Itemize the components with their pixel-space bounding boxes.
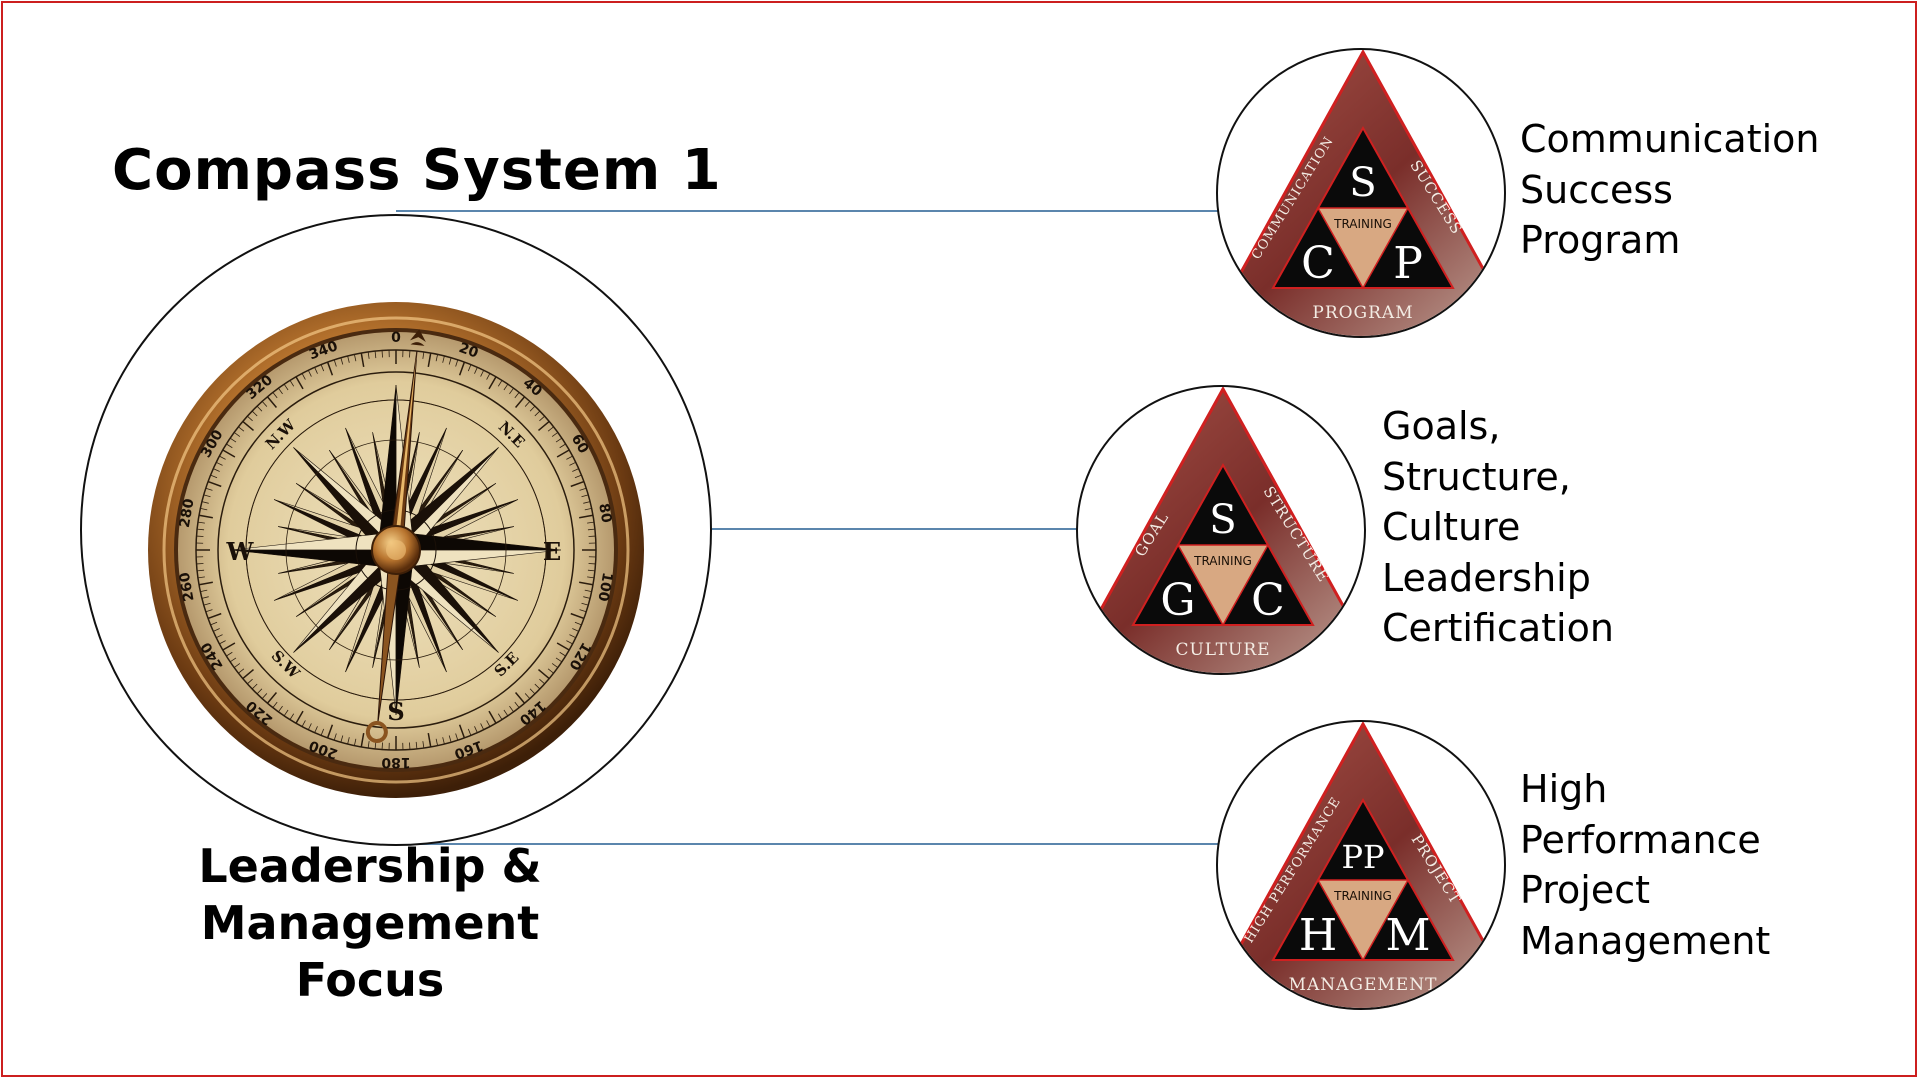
compass-icon: 0204060801001201401601802002202402602803… (148, 302, 644, 798)
degree-label: 260 (177, 571, 198, 603)
csp-line-2: Success (1520, 167, 1673, 212)
degree-label: 0 (391, 330, 401, 346)
left-letter: G (1160, 575, 1195, 626)
top-letter: S (1209, 497, 1236, 543)
csp-line-3: Program (1520, 218, 1681, 262)
degree-label: 80 (595, 502, 614, 524)
degree-label: 100 (594, 571, 615, 603)
compass-cardinals: E W S (226, 537, 562, 726)
right-letter: M (1385, 910, 1430, 961)
degree-label: 280 (177, 497, 198, 529)
hppm-line-3: Project (1520, 868, 1651, 912)
top-letter: S (1349, 160, 1376, 206)
center-label: TRAINING (1333, 217, 1392, 231)
csp-description: Communication Success Program (1520, 114, 1820, 266)
center-triangle (1176, 544, 1270, 627)
hppm-description: High Performance Project Management (1520, 764, 1770, 966)
bottom-side-label: CULTURE (1175, 640, 1270, 660)
center-triangle (1316, 207, 1410, 290)
right-letter: C (1251, 575, 1285, 626)
left-letter: H (1299, 910, 1337, 961)
center-label: TRAINING (1193, 554, 1252, 568)
focus-line-2: Management (200, 896, 540, 950)
degree-label: 180 (381, 754, 410, 770)
left-letter: C (1301, 238, 1335, 289)
bottom-side-label: PROGRAM (1312, 303, 1413, 323)
gsc-description: Goals, Structure, Culture Leadership Cer… (1382, 401, 1614, 654)
cardinal-w: W (226, 537, 255, 566)
fleur-de-lis-icon (409, 329, 426, 346)
cardinal-s: S (387, 697, 404, 726)
focus-label: Leadership & Management Focus (150, 838, 590, 1009)
bottom-side-label: MANAGEMENT (1289, 975, 1438, 995)
gsc-line-2: Structure, (1382, 454, 1571, 499)
compass-needle (365, 329, 426, 743)
center-triangle (1316, 879, 1410, 962)
focus-line-3: Focus (295, 953, 445, 1007)
gsc-line-4: Leadership (1382, 555, 1591, 600)
hppm-line-1: High (1520, 767, 1608, 811)
csp-line-1: Communication (1520, 117, 1820, 161)
hppm-line-2: Performance (1520, 817, 1761, 862)
cardinal-e: E (543, 537, 561, 566)
hppm-line-4: Management (1520, 918, 1771, 963)
right-letter: P (1393, 238, 1423, 289)
gsc-line-5: Certification (1382, 606, 1614, 650)
focus-line-1: Leadership & (198, 839, 542, 893)
page-title: Compass System 1 (112, 138, 722, 203)
top-letter: PP (1341, 838, 1384, 876)
degree-label: 20 (457, 340, 481, 362)
gsc-line-1: Goals, (1382, 404, 1501, 448)
center-label: TRAINING (1333, 889, 1392, 903)
gsc-line-3: Culture (1382, 505, 1521, 549)
